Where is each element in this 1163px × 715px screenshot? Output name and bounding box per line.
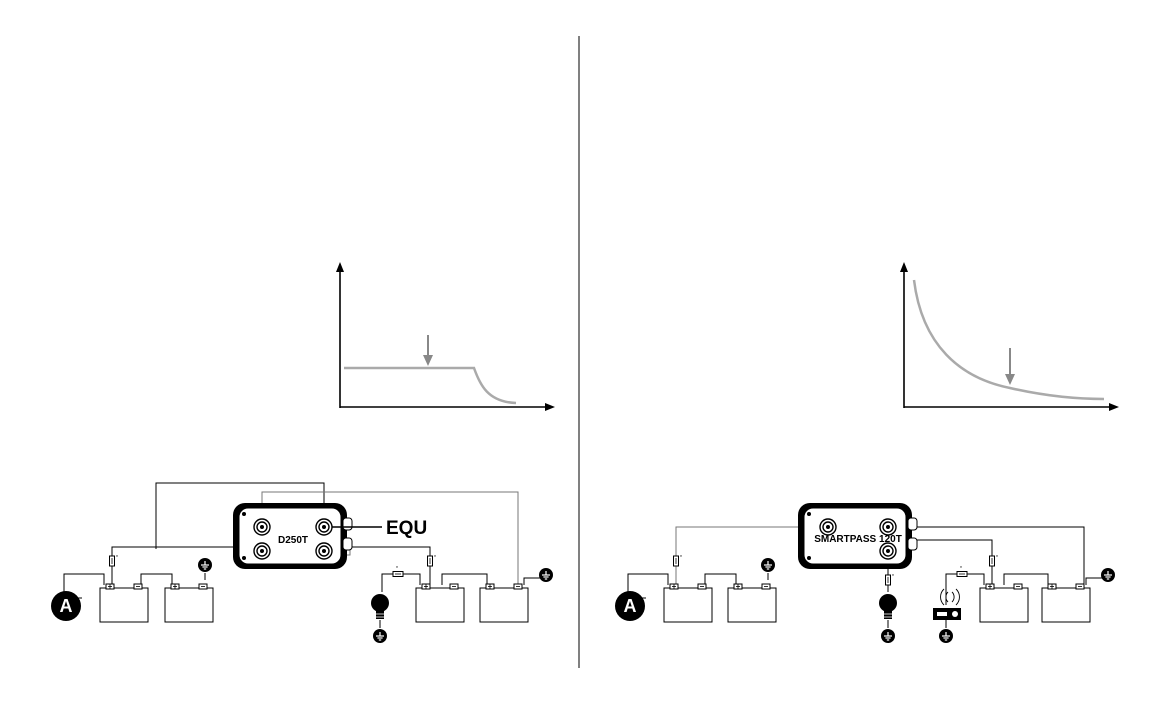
alternator-badge: A: [51, 591, 81, 621]
battery-icon: [100, 584, 148, 622]
left-panel: D250T EQU A: [51, 262, 555, 643]
battery-icon: [664, 584, 712, 622]
alternator-badge-label: A: [624, 596, 637, 616]
ground-icon: [939, 629, 953, 643]
alternator-badge-label: A: [60, 596, 73, 616]
left-charge-curve: [344, 368, 516, 403]
battery-icon: [416, 584, 464, 622]
radio-device-icon: [933, 589, 961, 620]
right-panel: SMARTPASS 120T A: [615, 262, 1119, 643]
battery-icon: [480, 584, 528, 622]
left-charge-graph: [336, 262, 555, 411]
battery-icon: [165, 584, 213, 622]
fuse-icon: [990, 555, 999, 566]
d250t-device: D250T: [233, 503, 352, 569]
ground-icon: [198, 558, 212, 572]
battery-icon: [1042, 584, 1090, 622]
fuse-icon: [886, 574, 895, 585]
bulb-icon: [879, 594, 897, 619]
bulb-icon: [371, 594, 389, 619]
ground-icon: [881, 629, 895, 643]
battery-icon: [980, 584, 1028, 622]
fuse-icon: [428, 555, 437, 566]
battery-icon: [728, 584, 776, 622]
fuse-icon: [393, 566, 403, 577]
equ-label: EQU: [386, 518, 427, 539]
smartpass-label: SMARTPASS 120T: [814, 534, 902, 545]
alternator-badge: A: [615, 591, 645, 621]
right-charge-graph: [900, 262, 1119, 411]
ground-icon: [539, 568, 553, 582]
fuse-icon: [957, 566, 967, 577]
d250t-label: D250T: [278, 535, 308, 546]
fuse-icon: [110, 555, 119, 566]
ground-icon: [373, 629, 387, 643]
smartpass-device: SMARTPASS 120T: [798, 503, 917, 569]
fuse-icon: [674, 555, 683, 566]
ground-icon: [1101, 568, 1115, 582]
ground-icon: [761, 558, 775, 572]
